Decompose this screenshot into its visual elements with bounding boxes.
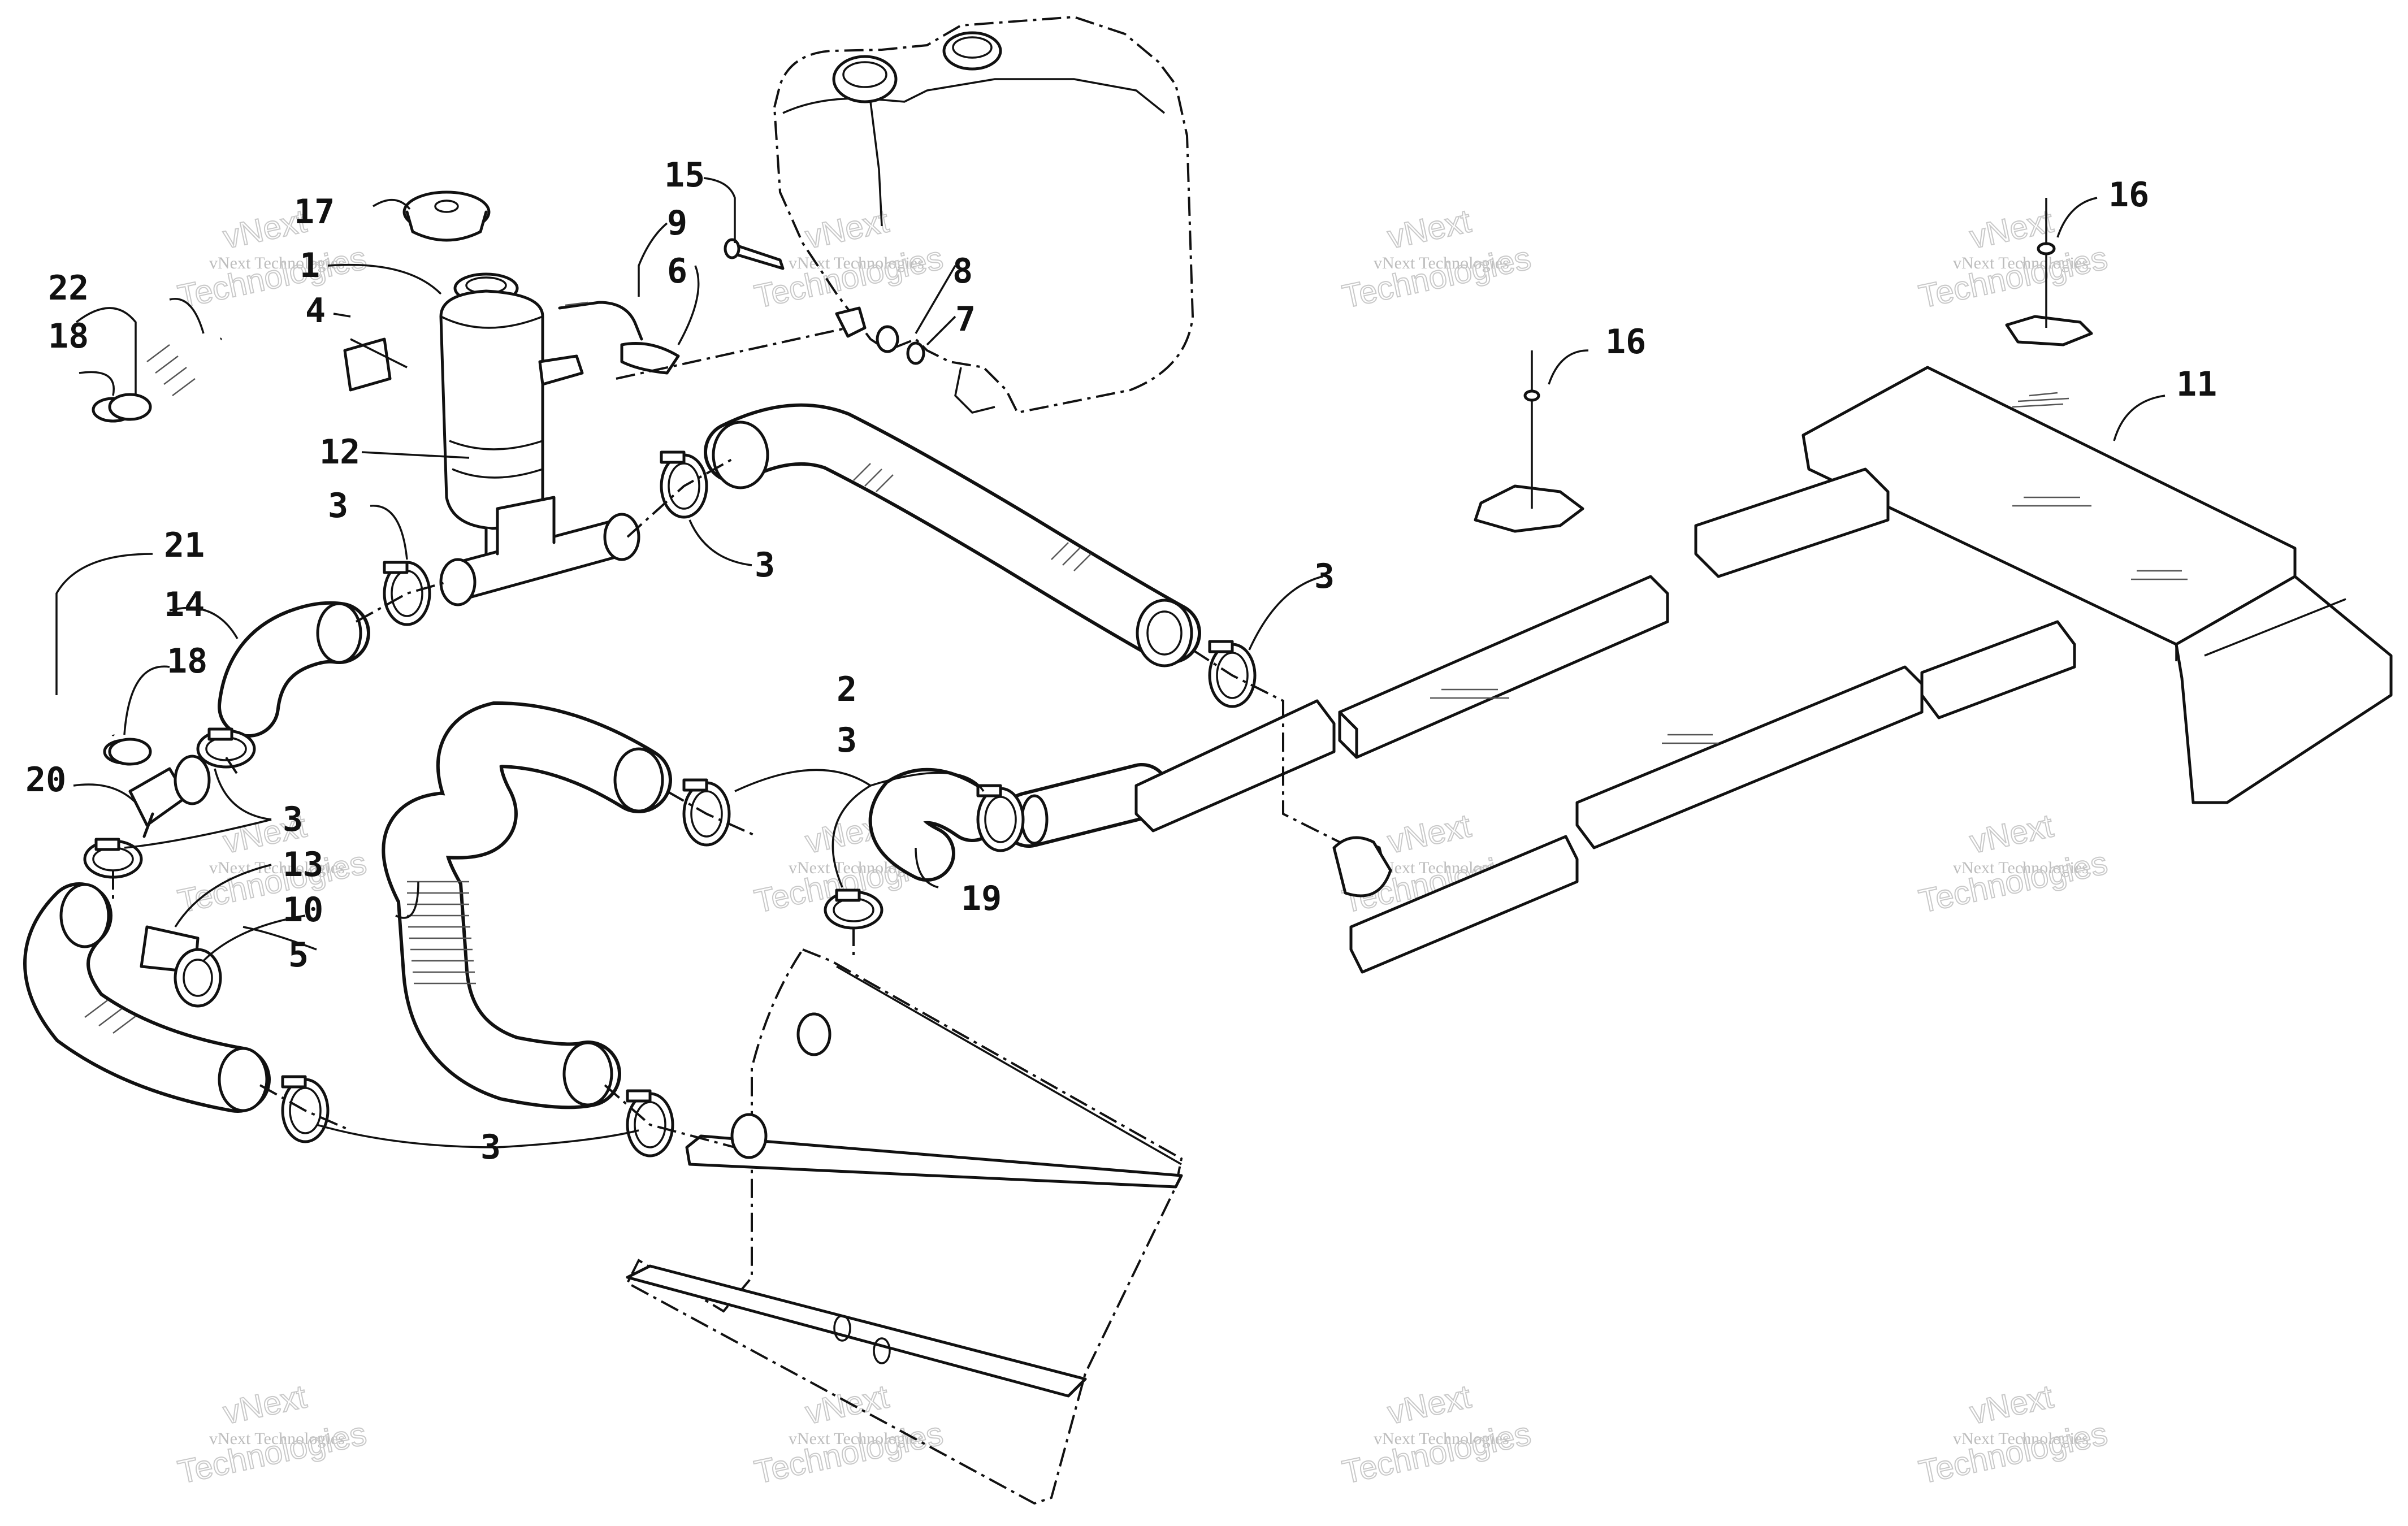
svg-text:vNext: vNext: [802, 202, 892, 255]
svg-text:Technologies: Technologies: [175, 844, 370, 920]
callout-16: 16: [1605, 322, 1646, 362]
callout-3: 3: [480, 1128, 501, 1167]
callout-3: 3: [328, 486, 348, 526]
clamp: [83, 838, 143, 879]
callout-20: 20: [25, 760, 66, 800]
callout-14: 14: [164, 585, 205, 625]
svg-text:Technologies: Technologies: [1916, 1415, 2111, 1491]
callout-6: 6: [667, 252, 687, 291]
clamp: [1208, 640, 1257, 708]
watermark: vNext Technologies vNext Technologies: [174, 1377, 370, 1491]
svg-text:Technologies: Technologies: [751, 1415, 946, 1491]
svg-text:vNext Technologies: vNext Technologies: [1953, 859, 2089, 877]
callout-3: 3: [1314, 557, 1335, 596]
svg-text:vNext: vNext: [1384, 807, 1474, 860]
svg-text:vNext: vNext: [220, 1378, 310, 1431]
callout-22: 22: [48, 268, 89, 308]
svg-text:Technologies: Technologies: [1916, 240, 2111, 315]
svg-text:vNext: vNext: [1384, 1378, 1474, 1431]
svg-text:vNext Technologies: vNext Technologies: [209, 1429, 345, 1448]
callout-10: 10: [283, 890, 323, 930]
clamp: [824, 888, 883, 930]
watermark: vNext Technologies vNext Technologies: [174, 807, 370, 920]
callout-16: 16: [2108, 175, 2149, 215]
fitting-13: [140, 925, 222, 1008]
hose-5: [23, 882, 271, 1113]
callout-9: 9: [667, 203, 687, 243]
svg-text:vNext: vNext: [1967, 1378, 2056, 1431]
tee-connector: [128, 755, 211, 838]
clamp: [108, 738, 152, 766]
svg-text:Technologies: Technologies: [1339, 1415, 1534, 1491]
tee-fitting: [439, 496, 640, 606]
clamp: [281, 1075, 330, 1143]
callout-18: 18: [167, 641, 207, 681]
reference-tank: [773, 15, 1194, 414]
svg-text:Technologies: Technologies: [175, 240, 370, 315]
callout-3: 3: [283, 800, 303, 839]
svg-text:vNext Technologies: vNext Technologies: [1953, 1429, 2089, 1448]
hose-19: [868, 768, 1001, 882]
elbow-hose-14: [218, 601, 370, 738]
callout-18: 18: [48, 317, 89, 356]
watermark: vNext Technologies vNext Technologies: [174, 202, 370, 315]
callout-19: 19: [961, 879, 1002, 918]
callout-13: 13: [283, 845, 323, 885]
clamp: [196, 727, 256, 769]
callout-12: 12: [319, 432, 360, 472]
clamp: [383, 561, 431, 626]
upper-hose: [704, 403, 1201, 667]
watermark: vNext Technologies vNext Technologies: [1915, 202, 2111, 315]
clamp: [108, 393, 152, 421]
watermark: vNext Technologies vNext Technologies: [1915, 807, 2111, 920]
svg-text:vNext Technologies: vNext Technologies: [209, 254, 345, 272]
callout-5: 5: [288, 935, 309, 975]
svg-text:vNext: vNext: [1967, 807, 2056, 860]
center-lines: [112, 457, 1340, 1148]
clamp: [660, 450, 708, 519]
leader-lines: [55, 177, 2166, 1148]
callout-15: 15: [664, 155, 705, 195]
rivets-and-pads: [1474, 198, 2093, 533]
callout-labels: 1 2 3 3 3 3 3 3 4 5 6 7 8 9 10 11 12 13 …: [25, 155, 2217, 1167]
watermark: vNext Technologies vNext Technologies: [751, 1377, 947, 1491]
callout-1: 1: [300, 246, 320, 285]
callout-7: 7: [955, 300, 976, 339]
callout-8: 8: [952, 252, 973, 291]
callout-17: 17: [294, 192, 335, 232]
rear-heat-exchanger-11: [1801, 366, 2393, 804]
watermark: vNext Technologies vNext Technologies: [1339, 202, 1535, 315]
callout-3: 3: [755, 545, 775, 585]
svg-text:Technologies: Technologies: [751, 240, 946, 315]
svg-text:Technologies: Technologies: [1339, 240, 1534, 315]
clamp: [682, 778, 731, 847]
svg-text:vNext Technologies: vNext Technologies: [1374, 254, 1509, 272]
svg-text:Technologies: Technologies: [175, 1415, 370, 1491]
heat-exchanger-rails: [1134, 467, 2076, 974]
callout-11: 11: [2176, 365, 2217, 404]
watermark: vNext Technologies vNext Technologies: [1339, 1377, 1535, 1491]
callout-21: 21: [164, 526, 205, 565]
svg-text:vNext Technologies: vNext Technologies: [209, 859, 345, 877]
svg-text:vNext Technologies: vNext Technologies: [1374, 1429, 1509, 1448]
clamps: [83, 393, 1257, 1157]
callout-2: 2: [837, 670, 857, 709]
clamp: [976, 784, 1025, 852]
front-heat-exchanger-hose: [1001, 763, 1170, 848]
callout-4: 4: [305, 291, 326, 331]
front-heat-exchanger: [626, 948, 1183, 1505]
svg-text:vNext Technologies: vNext Technologies: [1953, 254, 2089, 272]
bracket-hardware: [616, 238, 925, 380]
svg-text:Technologies: Technologies: [1916, 844, 2111, 920]
callout-3: 3: [837, 721, 857, 760]
watermark: vNext Technologies vNext Technologies: [1915, 1377, 2111, 1491]
svg-text:vNext: vNext: [1384, 202, 1474, 255]
hose-10: [382, 701, 672, 1109]
